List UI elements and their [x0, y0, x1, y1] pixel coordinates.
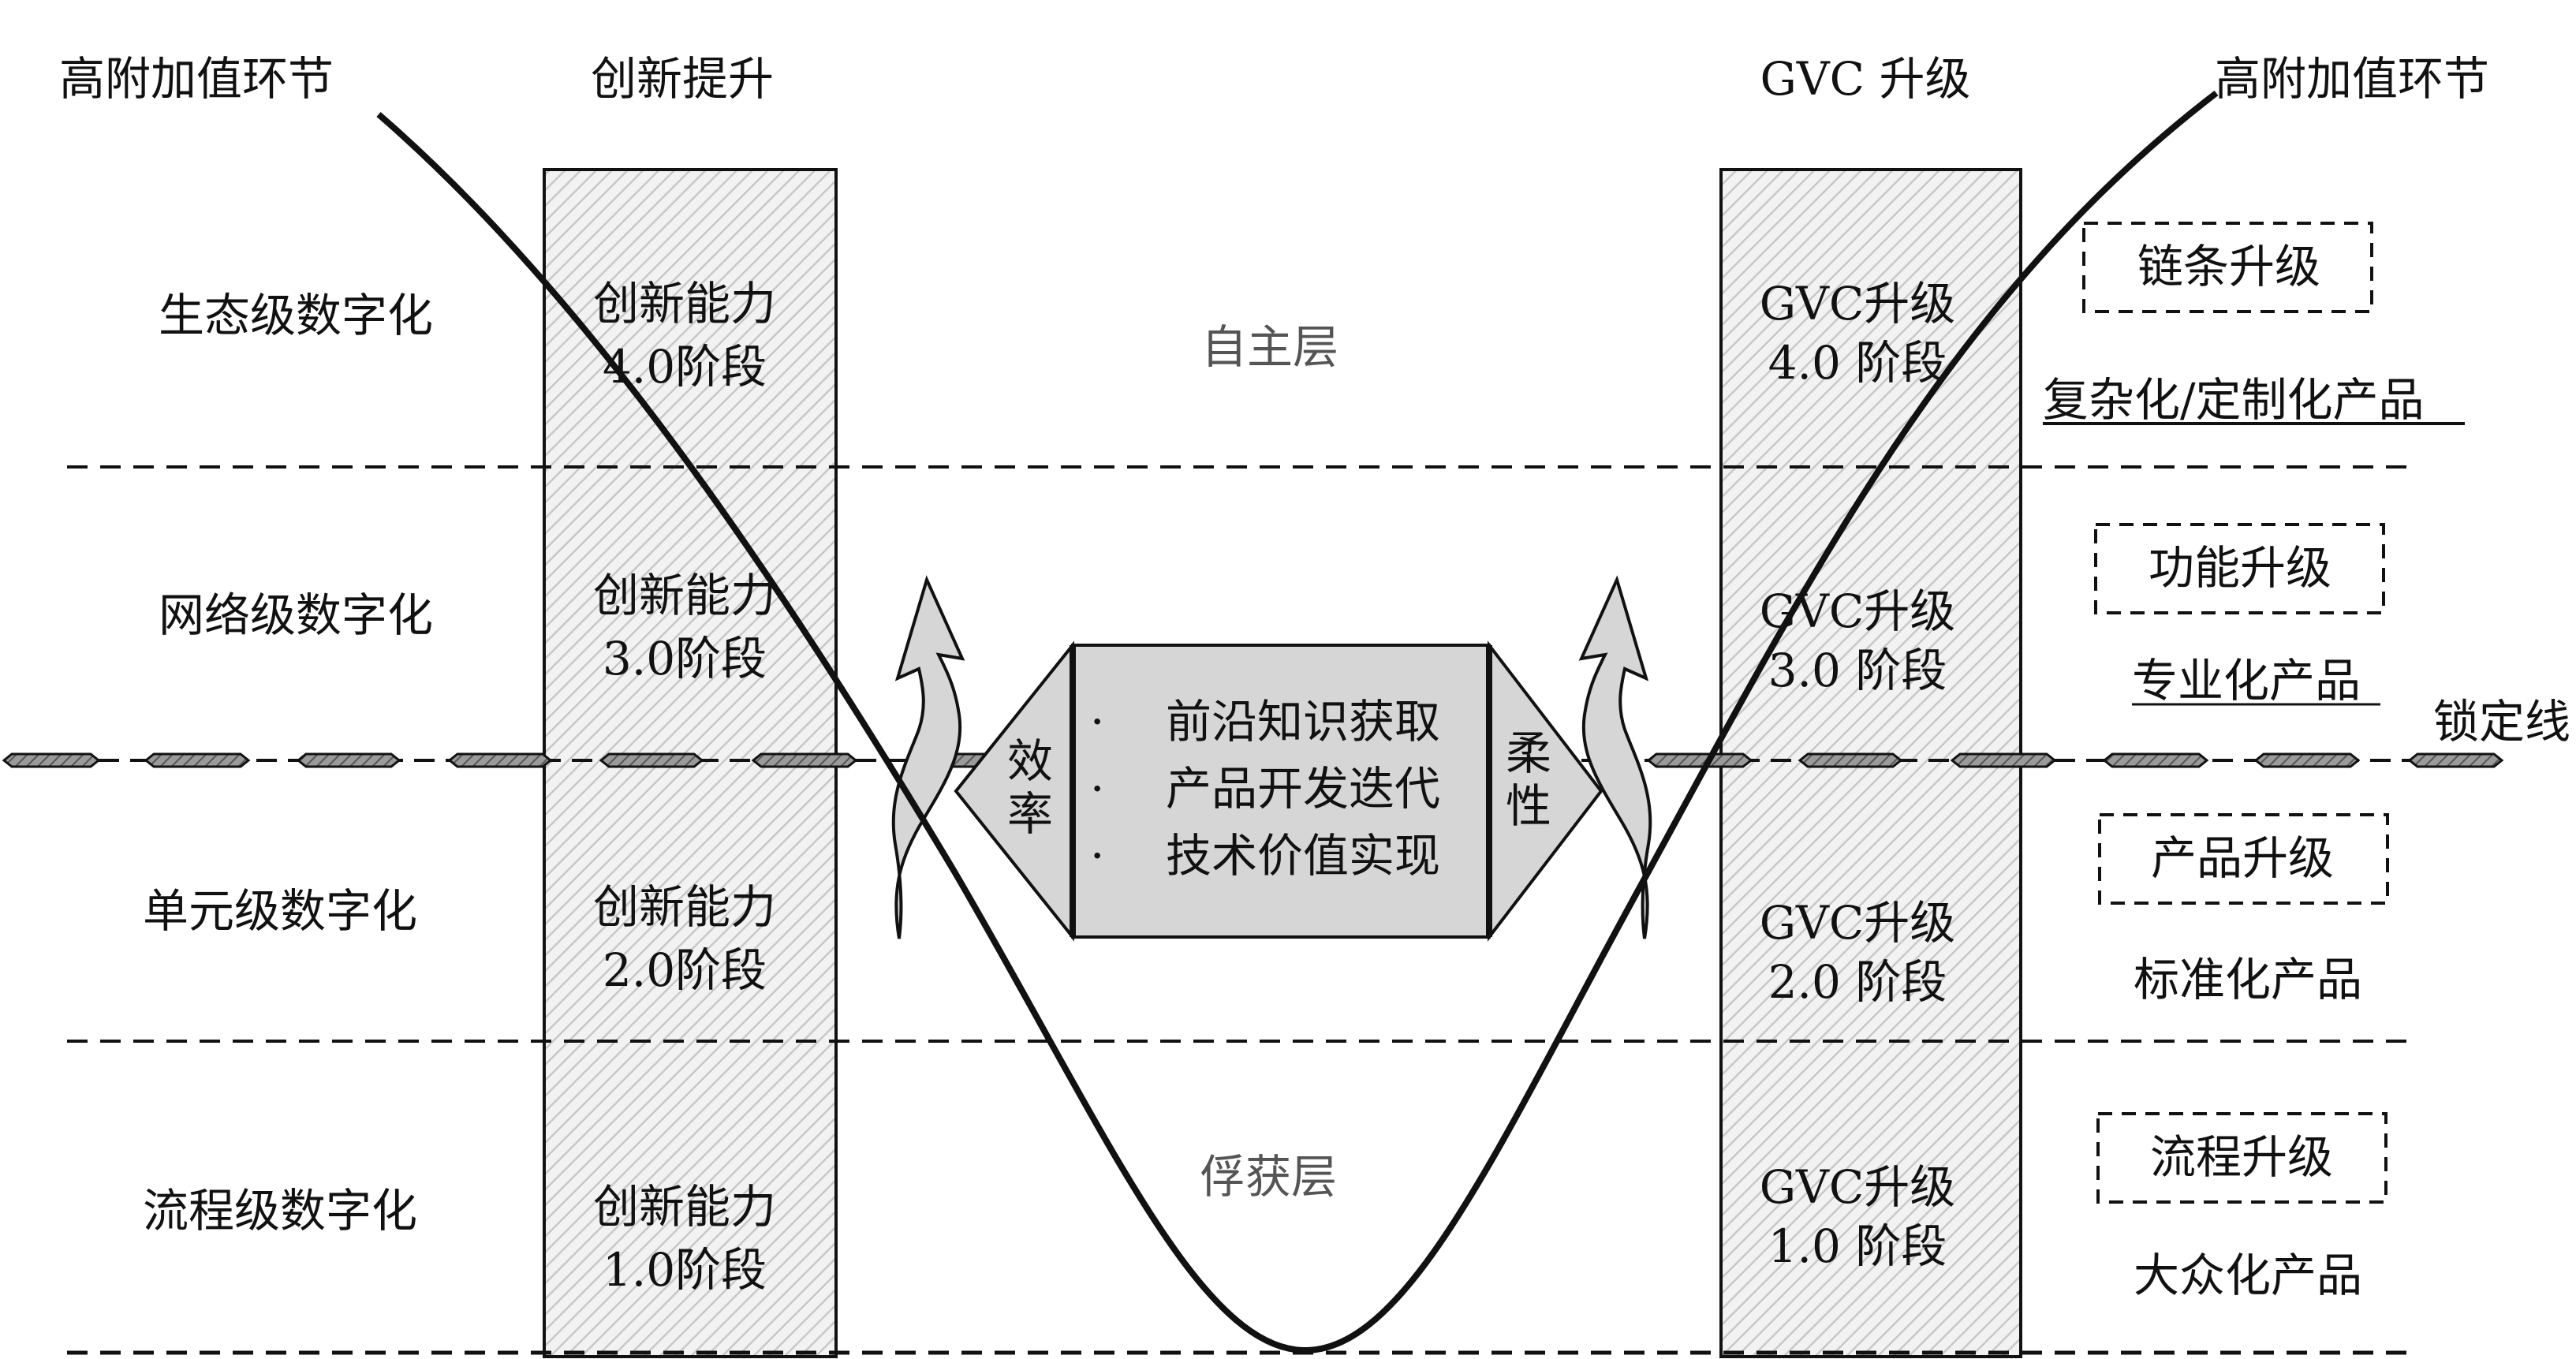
flexibility-char-2: 性: [1506, 779, 1551, 833]
lock-line-segment: [2102, 752, 2209, 768]
gvc-stage-3-line1: GVC升级: [1760, 584, 1956, 638]
efficiency-char-2: 率: [1007, 787, 1053, 841]
innovation-stage-3-line1: 创新能力: [593, 569, 776, 622]
right-top-label: 高附加值环节: [2215, 52, 2489, 106]
autonomous-layer-label: 自主层: [1201, 320, 1338, 374]
lock-line-segment: [2253, 752, 2361, 768]
upgrade-box-chain: [2082, 222, 2373, 313]
right-curved-arrow: [1578, 575, 1652, 939]
innovation-stage-3-line2: 3.0阶段: [603, 632, 767, 685]
lock-line-segment: [2, 752, 101, 768]
lock-line-segment: [447, 752, 553, 768]
efficiency-char-1: 效: [1007, 734, 1053, 788]
product-mass: 大众化产品: [2134, 1249, 2362, 1302]
upgrade-chain: 链条升级: [2137, 240, 2320, 293]
upgrade-box-process: [2096, 1112, 2387, 1204]
innovation-stage-4-line1: 创新能力: [593, 277, 776, 330]
gvc-stage-4-line1: GVC升级: [1760, 277, 1956, 330]
gvc-stage-4-line2: 4.0 阶段: [1768, 336, 1947, 390]
lock-line-segment: [144, 752, 251, 768]
center-box: [1071, 644, 1491, 939]
gvc-stage-3-line2: 3.0 阶段: [1768, 644, 1947, 697]
lock-line-segment: [1950, 752, 2057, 768]
lock-line-label: 锁定线: [2433, 695, 2570, 749]
center-bullet-3: ·: [1090, 829, 1104, 883]
center-item-2: 产品开发迭代: [1166, 762, 1440, 816]
innovation-stage-2-line2: 2.0阶段: [603, 943, 767, 997]
gvc-stage-2-line2: 2.0 阶段: [1768, 955, 1947, 1009]
lock-line-segment: [2407, 752, 2504, 768]
upgrade-box-function: [2094, 523, 2385, 614]
gvc-header: GVC 升级: [1760, 52, 1970, 106]
product-complex: 复杂化/定制化产品: [2043, 373, 2425, 427]
level-unit: 单元级数字化: [143, 884, 417, 938]
gvc-stage-2-line1: GVC升级: [1760, 896, 1956, 950]
left-top-label: 高附加值环节: [59, 52, 334, 106]
upgrade-process: 流程升级: [2150, 1130, 2333, 1184]
center-item-1: 前沿知识获取: [1166, 695, 1440, 749]
level-ecosystem: 生态级数字化: [159, 289, 433, 342]
lock-line-segment: [1646, 752, 1753, 768]
flexibility-char-1: 柔: [1506, 726, 1551, 780]
value-curve: [376, 90, 2219, 1354]
level-network: 网络级数字化: [159, 588, 433, 642]
captured-layer-label: 俘获层: [1200, 1150, 1337, 1204]
innovation-stage-1-line1: 创新能力: [593, 1180, 776, 1234]
upgrade-function: 功能升级: [2149, 541, 2331, 595]
lock-line-segment: [599, 752, 704, 768]
gvc-stage-1-line1: GVC升级: [1760, 1160, 1956, 1214]
center-item-3: 技术价值实现: [1166, 829, 1440, 883]
center-bullet-1: ·: [1090, 695, 1104, 749]
lock-line-segment: [751, 752, 858, 768]
upgrade-product: 产品升级: [2151, 831, 2334, 885]
innovation-stage-4-line2: 4.0阶段: [603, 340, 767, 394]
lock-line-segment: [296, 752, 401, 768]
product-standardized: 标准化产品: [2134, 953, 2362, 1006]
innovation-stage-1-line2: 1.0阶段: [603, 1243, 767, 1297]
center-bullet-2: ·: [1090, 762, 1104, 816]
innovation-header: 创新提升: [591, 52, 774, 106]
level-process: 流程级数字化: [143, 1184, 417, 1238]
innovation-stage-2-line1: 创新能力: [593, 880, 776, 934]
upgrade-box-product: [2098, 813, 2389, 905]
product-specialized: 专业化产品: [2132, 654, 2361, 708]
lock-line-segment: [1798, 752, 1903, 768]
gvc-stage-1-line2: 1.0 阶段: [1768, 1219, 1947, 1273]
